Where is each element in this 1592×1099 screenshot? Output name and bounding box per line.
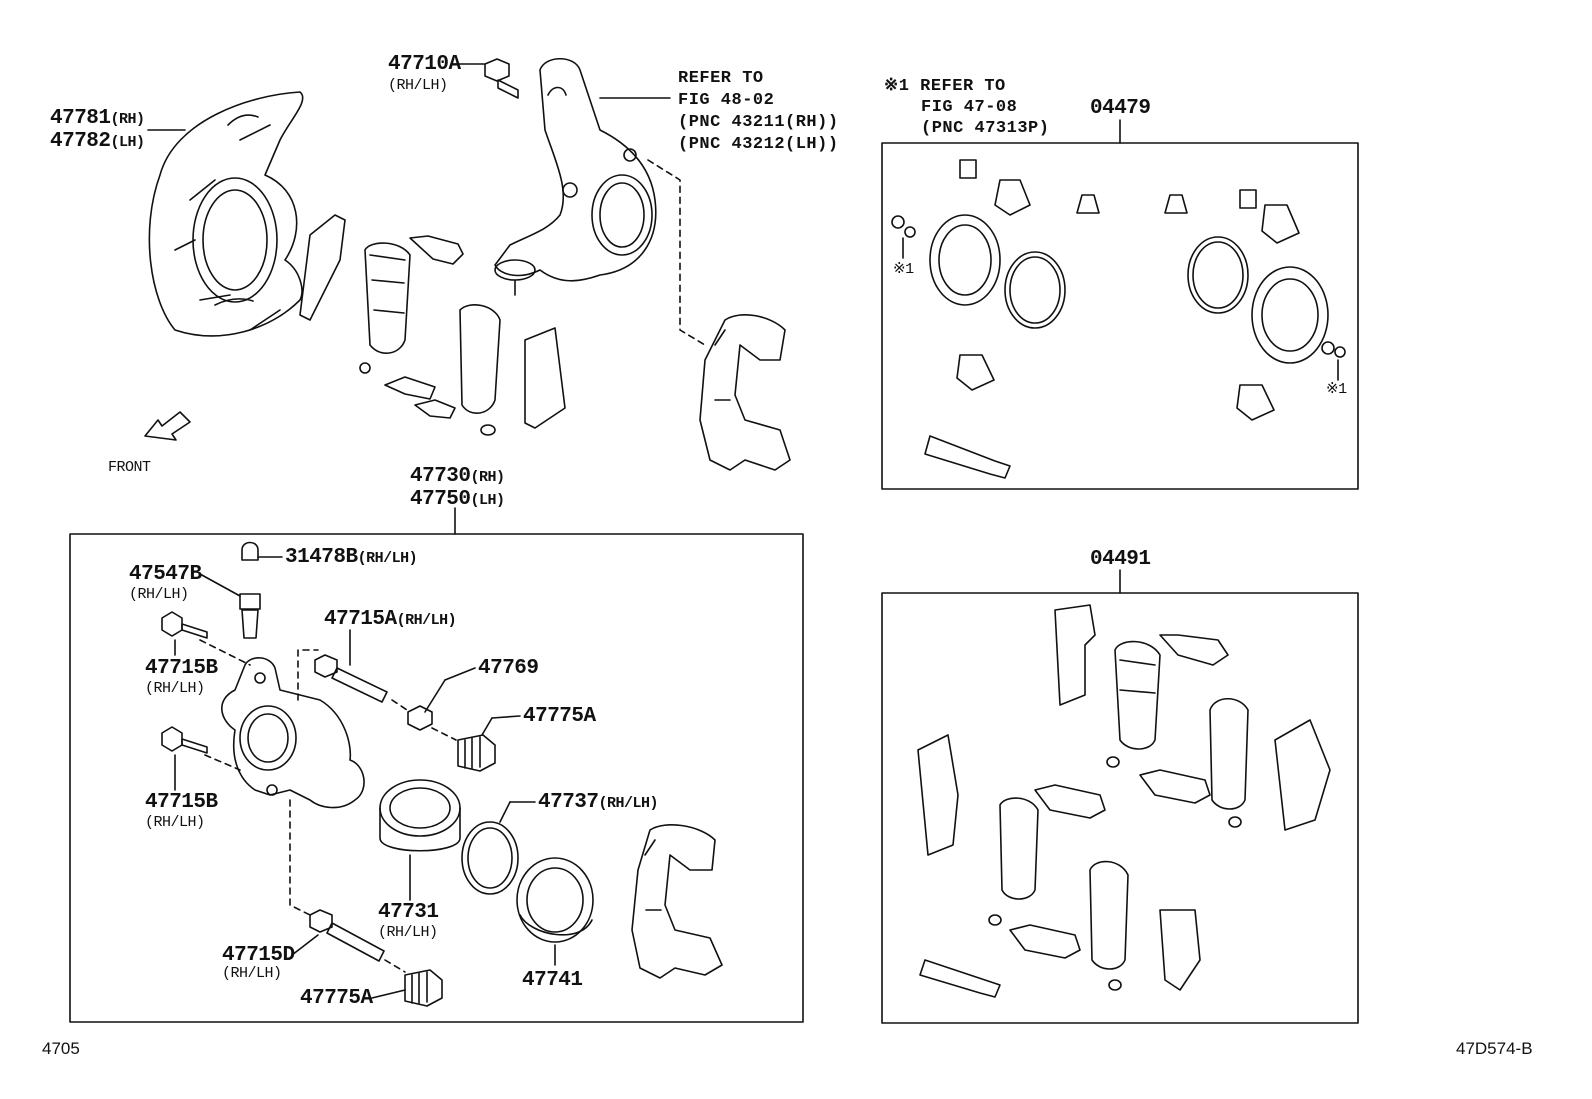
bushing-47769 — [407, 705, 433, 731]
illustration-code: 47D574-B — [1456, 1039, 1533, 1058]
bolt-47715B-lower — [161, 726, 208, 754]
bleeder-cap-part — [239, 541, 261, 639]
boot-47741 — [516, 857, 594, 943]
kit-refer-line-1: ※1 REFER TO — [884, 77, 1006, 96]
part-number-47731: 47731 — [378, 901, 439, 924]
piston-47731 — [379, 779, 461, 852]
part-number-47782: 47782(LH) — [50, 130, 145, 153]
bolt-47715B-upper — [161, 611, 208, 639]
part-number-47741: 47741 — [522, 969, 583, 992]
guide-pin-47715A — [314, 654, 388, 703]
front-label: FRONT — [108, 459, 151, 476]
part-number-47769: 47769 — [478, 657, 539, 680]
part-side-47715D: (RH/LH) — [222, 965, 282, 982]
note-mark-right: ※1 — [1326, 381, 1347, 398]
slide-pin-47715D — [309, 909, 385, 962]
part-number-47715A: 47715A(RH/LH) — [324, 608, 457, 631]
kit-04479-parts — [891, 159, 1346, 479]
boot-47775A-upper — [457, 734, 496, 772]
front-arrow-icon — [144, 411, 191, 441]
part-number-47730: 47730(RH) — [410, 465, 505, 488]
note-mark-left: ※1 — [893, 261, 914, 278]
part-side-47715B-lower: (RH/LH) — [145, 814, 205, 831]
part-side-47547B: (RH/LH) — [129, 586, 189, 603]
part-number-31478B: 31478B(RH/LH) — [285, 546, 418, 569]
bolt-47710A — [484, 58, 519, 99]
refer-line-1: REFER TO — [678, 69, 764, 88]
part-number-47715B-lower: 47715B — [145, 791, 218, 814]
kit-04479-box — [881, 142, 1359, 490]
figure-number: 4705 — [42, 1039, 80, 1058]
part-number-04479: 04479 — [1090, 97, 1151, 120]
boot-47775A-lower — [404, 969, 443, 1007]
part-side-47710A: (RH/LH) — [388, 77, 448, 94]
caliper-bracket-lower — [631, 824, 723, 979]
part-number-47715D: 47715D — [222, 944, 295, 967]
caliper-body — [221, 657, 365, 809]
kit-04491-box — [881, 592, 1359, 1024]
caliper-bracket-upper — [699, 314, 791, 471]
steering-knuckle — [494, 57, 657, 296]
kit-04491-parts — [917, 604, 1331, 998]
seal-47737 — [461, 821, 519, 895]
part-number-47715B-upper: 47715B — [145, 657, 218, 680]
part-number-47737: 47737(RH/LH) — [538, 791, 659, 814]
refer-line-3: (PNC 43211(RH)) — [678, 113, 839, 132]
part-number-47710A: 47710A — [388, 53, 461, 76]
refer-line-4: (PNC 43212(LH)) — [678, 135, 839, 154]
kit-refer-line-3: (PNC 47313P) — [921, 119, 1050, 138]
brake-pads-upper — [299, 214, 566, 436]
caliper-assembly-box — [69, 533, 804, 1023]
part-number-47750: 47750(LH) — [410, 488, 505, 511]
part-number-47781: 47781(RH) — [50, 107, 145, 130]
part-side-47731: (RH/LH) — [378, 924, 438, 941]
part-side-47715B-upper: (RH/LH) — [145, 680, 205, 697]
dust-cover-part — [148, 91, 304, 337]
part-number-47775A-lower: 47775A — [300, 987, 373, 1010]
part-number-47547B: 47547B — [129, 563, 202, 586]
part-number-47775A-upper: 47775A — [523, 705, 596, 728]
kit-refer-line-2: FIG 47-08 — [921, 98, 1018, 117]
part-number-04491: 04491 — [1090, 548, 1151, 571]
refer-line-2: FIG 48-02 — [678, 91, 775, 110]
